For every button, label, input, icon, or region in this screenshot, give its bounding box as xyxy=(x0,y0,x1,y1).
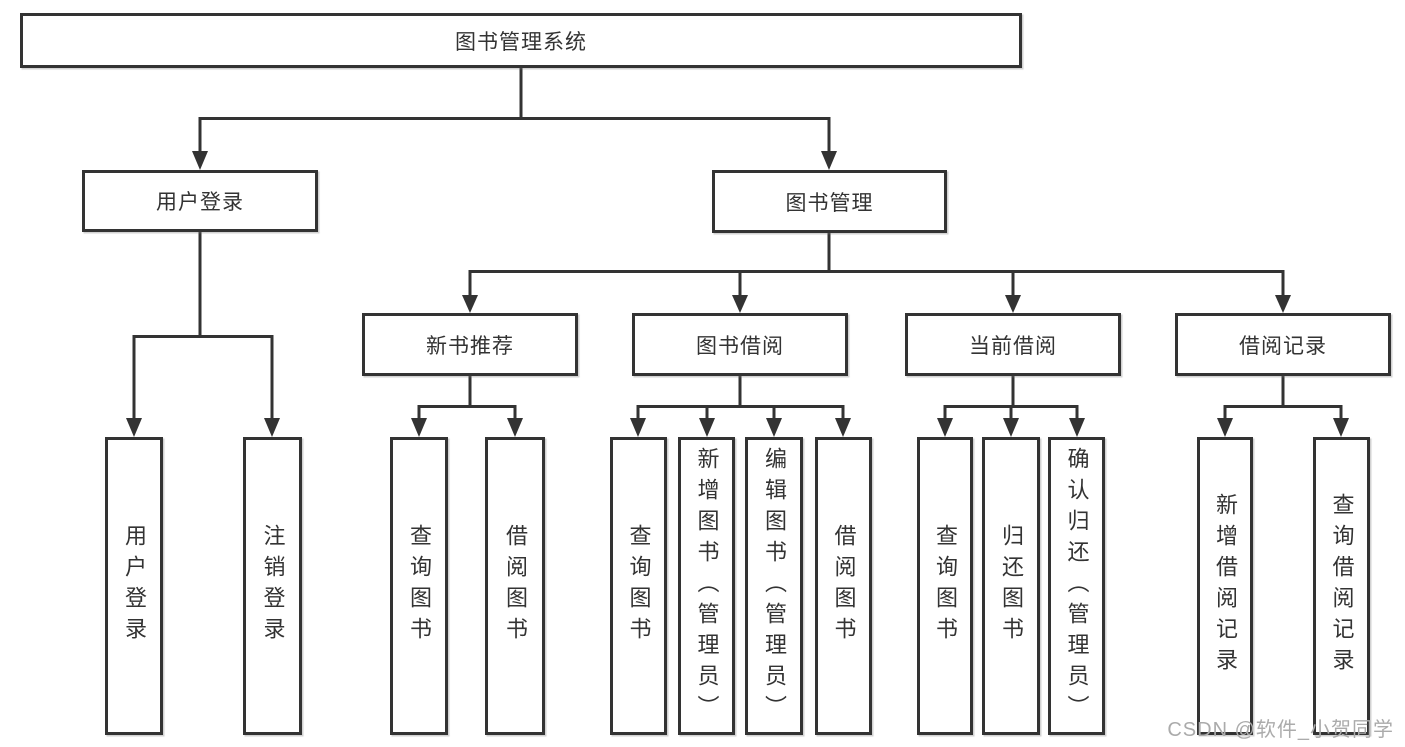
node-label: 新书推荐 xyxy=(426,334,514,358)
node-user-login: 用户登录 xyxy=(82,170,318,232)
arrowheads xyxy=(126,151,1349,437)
node-new-book-recommendation: 新书推荐 xyxy=(362,313,578,376)
node-label: 当前借阅 xyxy=(969,334,1057,358)
node-root-library-management-system: 图书管理系统 xyxy=(20,13,1022,68)
leaf-user-login: 用户登录 xyxy=(105,437,163,735)
node-label: 查询图书 xyxy=(407,524,432,648)
leaf-return-books: 归还图书 xyxy=(982,437,1040,735)
leaf-logout-login: 注销登录 xyxy=(243,437,302,735)
leaf-borrow-books-recommend: 借阅图书 xyxy=(485,437,545,735)
node-label: 查询借阅记录 xyxy=(1329,493,1355,679)
leaf-query-books-recommend: 查询图书 xyxy=(390,437,448,735)
leaf-add-books-admin: 新增图书（管理员） xyxy=(678,437,735,735)
node-book-borrowing: 图书借阅 xyxy=(632,313,848,376)
node-book-management: 图书管理 xyxy=(712,170,947,233)
csdn-watermark: CSDN @软件_小贺同学 xyxy=(1167,719,1394,741)
node-label: 注销登录 xyxy=(260,524,286,648)
leaf-borrow-books-borrowing: 借阅图书 xyxy=(815,437,872,735)
node-label: 查询图书 xyxy=(626,524,652,648)
leaf-edit-books-admin: 编辑图书（管理员） xyxy=(745,437,803,735)
node-label: 用户登录 xyxy=(156,191,244,214)
node-borrowing-records: 借阅记录 xyxy=(1175,313,1391,376)
leaf-query-books-borrowing: 查询图书 xyxy=(610,437,667,735)
node-label: 归还图书 xyxy=(999,524,1024,648)
leaf-query-borrow-record: 查询借阅记录 xyxy=(1313,437,1370,735)
node-label: 确认归还（管理员） xyxy=(1064,446,1090,726)
node-label: 图书管理 xyxy=(785,191,874,215)
node-label: 新增借阅记录 xyxy=(1213,493,1238,679)
node-label: 借阅记录 xyxy=(1239,334,1327,358)
leaf-add-borrow-record: 新增借阅记录 xyxy=(1197,437,1253,735)
node-label: 图书管理系统 xyxy=(455,30,587,54)
node-label: 编辑图书（管理员） xyxy=(762,446,787,726)
leaf-query-books-current: 查询图书 xyxy=(917,437,973,735)
node-label: 图书借阅 xyxy=(696,334,784,358)
node-label: 借阅图书 xyxy=(831,524,857,648)
leaf-confirm-return-admin: 确认归还（管理员） xyxy=(1048,437,1105,735)
node-current-borrowing: 当前借阅 xyxy=(905,313,1121,376)
node-label: 查询图书 xyxy=(933,524,958,648)
node-label: 借阅图书 xyxy=(503,524,528,648)
node-label: 用户登录 xyxy=(122,524,147,648)
node-label: 新增图书（管理员） xyxy=(694,446,720,726)
